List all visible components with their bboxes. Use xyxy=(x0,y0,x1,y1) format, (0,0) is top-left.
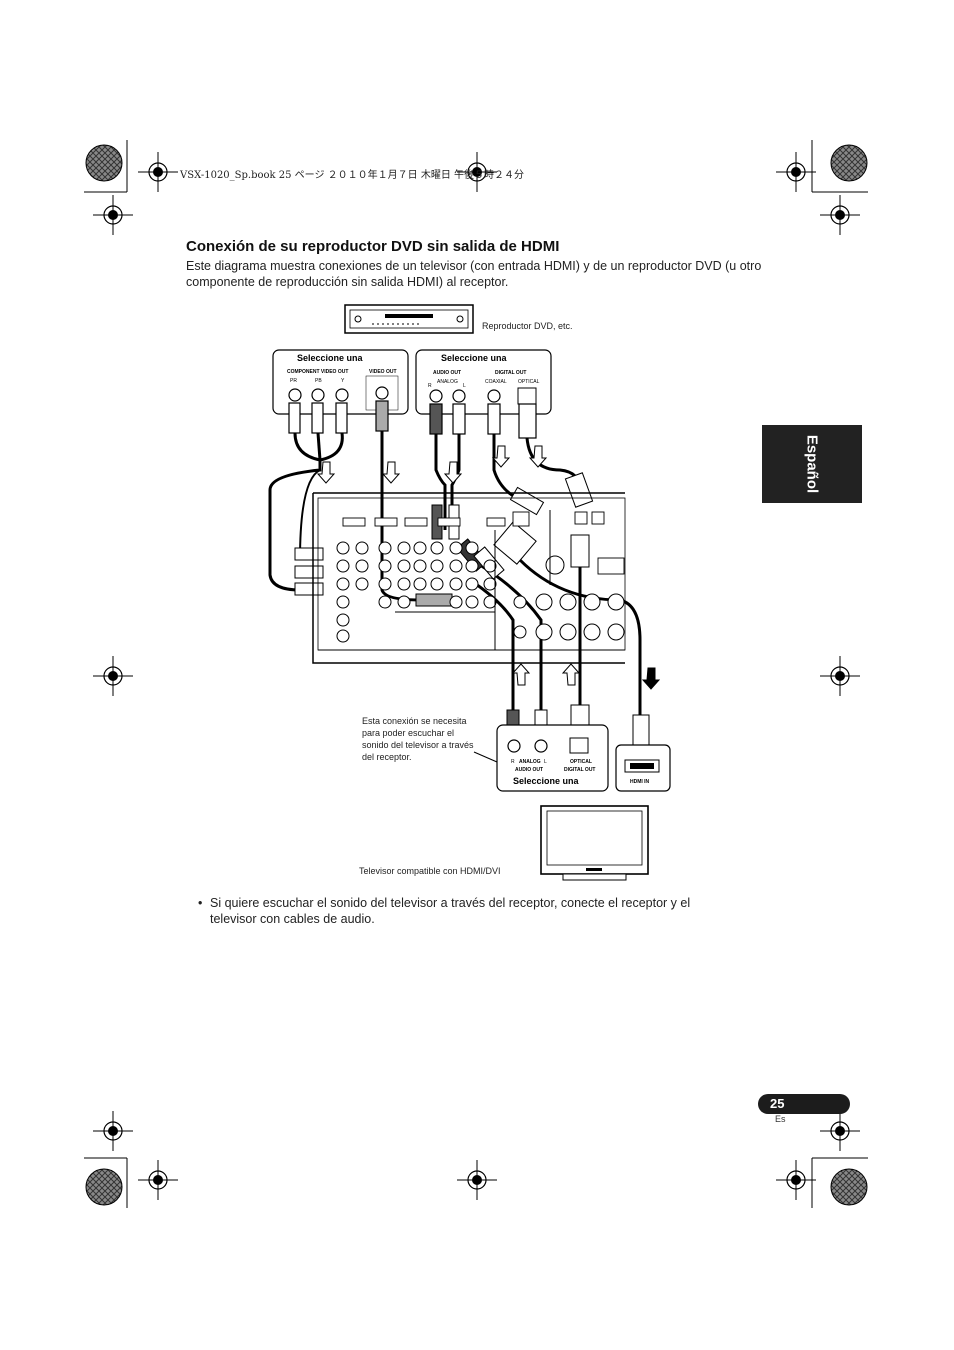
intro-paragraph: Este diagrama muestra conexiones de un t… xyxy=(186,259,762,289)
svg-text:VIDEO OUT: VIDEO OUT xyxy=(369,369,397,375)
svg-text:PB: PB xyxy=(315,378,322,384)
arrow-icons xyxy=(316,445,661,690)
page-number: 25 xyxy=(770,1096,785,1111)
svg-text:OPTICAL: OPTICAL xyxy=(570,759,592,765)
svg-text:AUDIO OUT: AUDIO OUT xyxy=(515,767,543,773)
dvd-label: Reproductor DVD, etc. xyxy=(482,321,573,331)
svg-text:Seleccione una: Seleccione una xyxy=(513,776,580,786)
section-title: Conexión de su reproductor DVD sin salid… xyxy=(186,238,560,255)
dvd-video-box: Seleccione una COMPONENT VIDEO OUT PR PB… xyxy=(272,349,409,415)
svg-text:Seleccione una: Seleccione una xyxy=(297,353,364,363)
svg-text:Seleccione una: Seleccione una xyxy=(441,353,508,363)
connection-note: Esta conexión se necesita para poder esc… xyxy=(362,716,474,762)
svg-text:DIGITAL OUT: DIGITAL OUT xyxy=(495,370,526,376)
svg-text:ANALOG: ANALOG xyxy=(519,759,541,765)
side-tab-label: Español xyxy=(803,434,821,494)
color-target-icon xyxy=(85,144,123,182)
tv-audio-box: R ANALOG L AUDIO OUT OPTICAL DIGITAL OUT… xyxy=(496,724,609,792)
tv-icon xyxy=(540,805,649,881)
svg-text:OPTICAL: OPTICAL xyxy=(518,379,540,385)
language-side-tab: Español xyxy=(762,425,862,503)
tv-hdmi-box: HDMI IN xyxy=(615,744,671,792)
bullet-icon: • xyxy=(198,896,203,910)
svg-text:L: L xyxy=(463,383,466,389)
svg-text:ANALOG: ANALOG xyxy=(437,379,458,385)
registration-marks xyxy=(84,140,868,1208)
svg-text:R: R xyxy=(511,759,515,765)
svg-text:COMPONENT VIDEO OUT: COMPONENT VIDEO OUT xyxy=(287,369,348,375)
svg-text:HDMI IN: HDMI IN xyxy=(630,779,650,785)
page-language-code: Es xyxy=(775,1114,786,1124)
svg-text:DIGITAL OUT: DIGITAL OUT xyxy=(564,767,595,773)
svg-text:R: R xyxy=(428,383,432,389)
dvd-player-icon xyxy=(344,304,474,334)
svg-text:L: L xyxy=(544,759,547,765)
svg-text:COAXIAL: COAXIAL xyxy=(485,379,507,385)
page-number-badge: 25 xyxy=(758,1094,850,1114)
color-target-icon xyxy=(830,144,868,182)
svg-text:AUDIO OUT: AUDIO OUT xyxy=(433,370,461,376)
print-crop-header: VSX-1020_Sp.book 25 ページ ２０１０年１月７日 木曜日 午後… xyxy=(180,170,525,181)
dvd-audio-box: Seleccione una AUDIO OUT ANALOG R L DIGI… xyxy=(415,349,552,415)
tv-label: Televisor compatible con HDMI/DVI xyxy=(359,866,501,876)
svg-text:Y: Y xyxy=(341,378,345,384)
receiver-rear-panel xyxy=(312,492,626,664)
svg-text:PR: PR xyxy=(290,378,297,384)
bullet-text: Si quiere escuchar el sonido del televis… xyxy=(210,896,691,926)
